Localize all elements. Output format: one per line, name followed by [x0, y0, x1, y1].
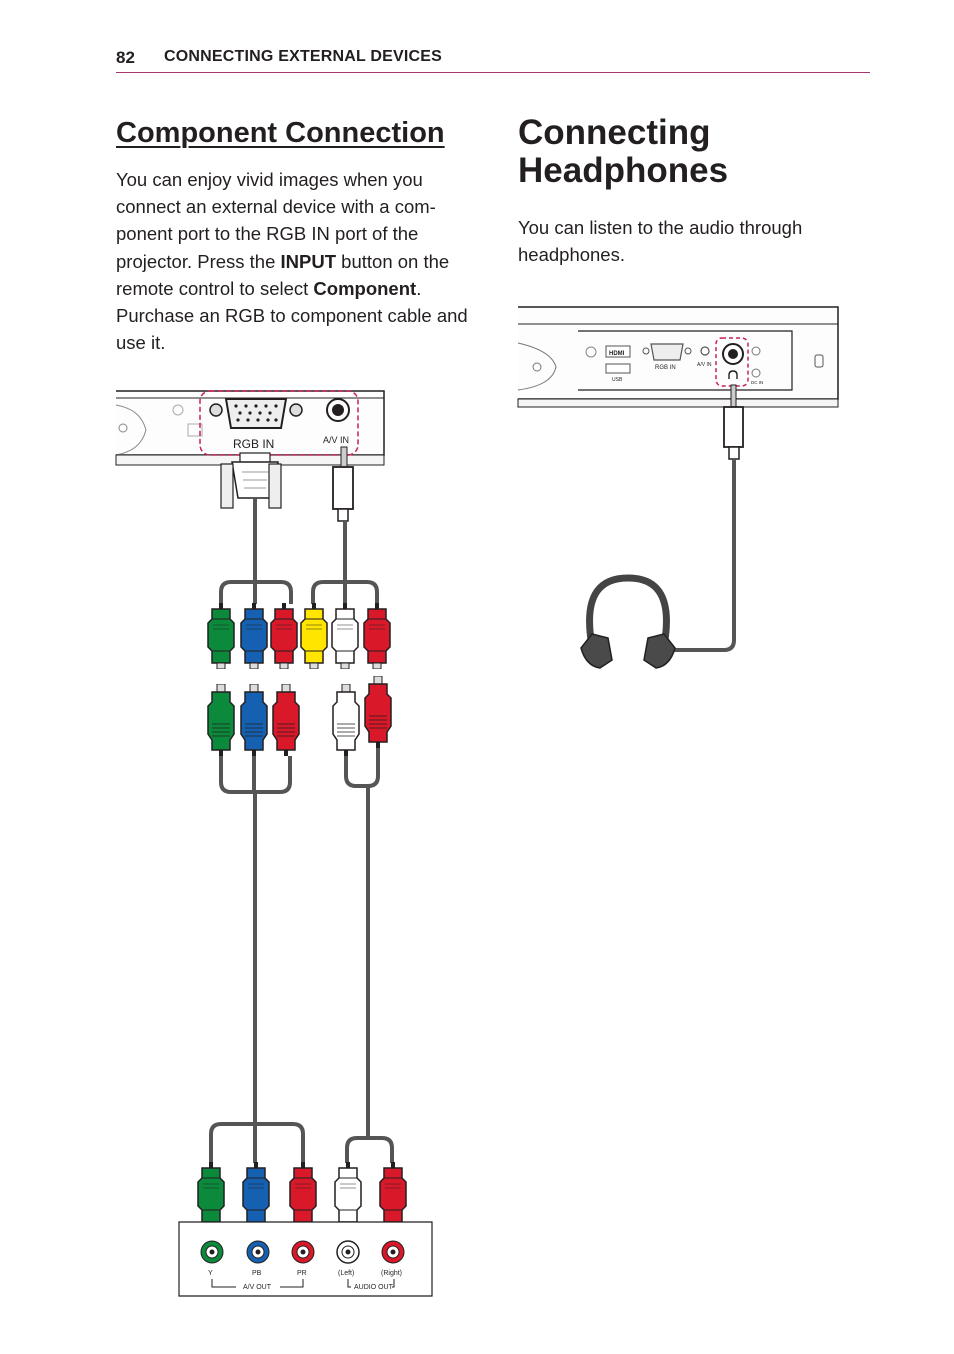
vga-plug — [220, 452, 282, 582]
plug-green — [197, 1161, 225, 1229]
header-rule — [116, 72, 870, 73]
av-in-label: A/V IN — [323, 435, 349, 445]
plug-blue — [242, 1161, 270, 1229]
av-in-small-label: A/V IN — [697, 362, 712, 368]
av-in-port — [326, 398, 350, 422]
headphones-icon — [580, 574, 676, 669]
body-text: button on the remote control to select — [116, 250, 450, 299]
headphones-body: You can listen to the audio through head… — [518, 217, 803, 266]
highlight-box — [199, 390, 359, 456]
plug-yellow — [300, 603, 328, 669]
body-text: . Purchase an RGB to component cable and… — [116, 277, 468, 354]
rgb-in-small-label: RGB IN — [655, 365, 676, 371]
section-header-title: CONNECTING EXTERNAL DEVICES — [164, 48, 443, 65]
plug-green — [207, 603, 235, 669]
plug-red — [364, 676, 392, 748]
rgb-in-label: RGB IN — [233, 437, 274, 451]
component-connection-title: Component Connection — [116, 117, 445, 149]
jack-label-right: (Right) — [381, 1270, 402, 1277]
plug-red — [363, 603, 391, 669]
body-text: You can enjoy vivid images when you conn… — [116, 169, 436, 272]
plug-white — [331, 603, 359, 669]
dc-in-label: DC IN — [751, 380, 763, 385]
jack-label-pb: PB — [252, 1270, 262, 1277]
plug-red — [379, 1161, 407, 1229]
hdmi-label: HDMI — [609, 351, 625, 357]
plug-white — [332, 684, 360, 756]
headphones-figure: HDMI USB RGB IN A/V IN DC IN — [517, 306, 839, 669]
audio-plug — [332, 446, 354, 582]
jack-label-pr: PR — [297, 1270, 307, 1277]
plug-blue — [240, 684, 268, 756]
component-keyword: Component — [313, 277, 417, 299]
component-connection-body: You can enjoy vivid images when you conn… — [116, 166, 476, 356]
plug-red — [289, 1161, 317, 1229]
input-keyword: INPUT — [280, 250, 337, 272]
plug-blue — [240, 603, 268, 669]
audio-out-label: AUDIO OUT — [354, 1284, 394, 1291]
plug-red — [270, 603, 298, 669]
jack-label-y: Y — [208, 1270, 213, 1277]
headphone-symbol-icon — [728, 370, 738, 379]
headphones-title: Connecting Headphones — [518, 113, 729, 190]
plug-white — [334, 1161, 362, 1229]
jack-label-left: (Left) — [338, 1270, 354, 1277]
usb-label: USB — [612, 377, 623, 383]
page-number: 82 — [116, 48, 135, 67]
rgb-in-port — [209, 398, 303, 429]
plug-green — [207, 684, 235, 756]
plug-red — [272, 684, 300, 756]
av-out-label: A/V OUT — [243, 1284, 272, 1291]
component-connection-figure: RGB IN A/V IN — [115, 390, 433, 1297]
device-jacks — [200, 1240, 405, 1264]
